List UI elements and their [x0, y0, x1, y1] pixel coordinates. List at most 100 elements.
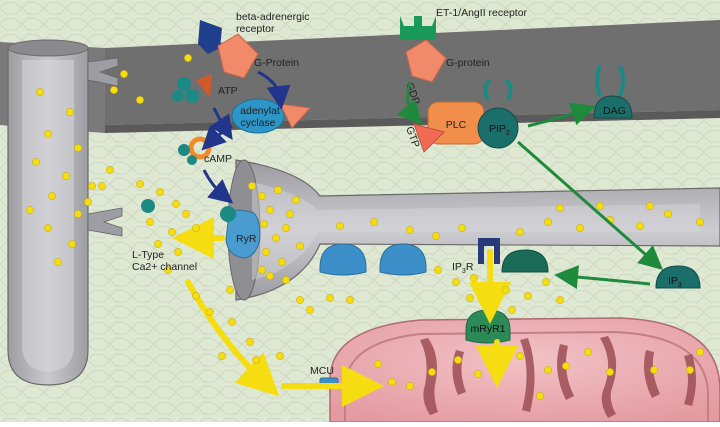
plc-label: PLC	[446, 119, 467, 131]
ip3-molecule: IP3	[655, 265, 701, 289]
calcium-ion	[168, 228, 176, 236]
et1-receptor-label: ET-1/AngII receptor	[436, 7, 528, 19]
et1-angii-receptor: ET-1/AngII receptor	[400, 7, 528, 40]
calcium-ion	[26, 206, 34, 214]
ac-to-camp-arrow	[201, 124, 233, 151]
calcium-ion	[246, 338, 254, 346]
calcium-ion	[562, 362, 570, 370]
calcium-ion	[266, 206, 274, 214]
calcium-ion	[192, 292, 200, 300]
ip3-receptor	[478, 238, 500, 264]
calcium-ion	[154, 240, 162, 248]
camp-label: cAMP	[204, 153, 232, 165]
atp-complex: ATP	[172, 74, 238, 103]
pip2-subscript: 2	[506, 130, 510, 137]
calcium-ion	[636, 222, 644, 230]
ip3r-label: IP3R	[452, 261, 474, 275]
ip3-text: IP	[668, 275, 678, 287]
calcium-ion	[544, 366, 552, 374]
calcium-ion	[516, 228, 524, 236]
ip3r-suffix: R	[466, 261, 474, 273]
l-type-label-1: L-Type	[132, 249, 164, 261]
calcium-ion	[428, 368, 436, 376]
calcium-ion	[686, 366, 694, 374]
t-tubule-vertical	[7, 39, 89, 386]
calcium-ion	[286, 210, 294, 218]
calcium-ion	[326, 294, 334, 302]
ryr-label: RyR	[236, 233, 257, 245]
calcium-ion	[252, 356, 260, 364]
calcium-ion	[44, 130, 52, 138]
mryr1-label: mRyR1	[470, 323, 505, 335]
calcium-ion	[74, 144, 82, 152]
calcium-ion	[292, 196, 300, 204]
l-type-phospho-dot	[141, 199, 155, 213]
calcium-ion	[584, 348, 592, 356]
calcium-ion	[542, 278, 550, 286]
pip2-label: PIP2	[489, 123, 510, 137]
ip3r-text: IP	[452, 261, 462, 273]
camp-molecule: cAMP	[178, 136, 232, 165]
calcium-ion	[474, 370, 482, 378]
calcium-ion	[48, 192, 56, 200]
calcium-ion	[516, 352, 524, 360]
calcium-ion	[458, 224, 466, 232]
calcium-ion	[66, 108, 74, 116]
calcium-ion	[272, 234, 280, 242]
calcium-ion	[266, 272, 274, 280]
g-alpha-subunit	[279, 103, 312, 129]
beta-receptor-label-2: receptor	[236, 23, 275, 35]
calcium-ion	[452, 278, 460, 286]
serca-pump-1	[319, 243, 367, 276]
calcium-ion	[260, 220, 268, 228]
calcium-ion	[182, 210, 190, 218]
gprotein-to-ac-arrow	[257, 70, 291, 110]
ip3-subscript: 3	[678, 282, 682, 289]
calcium-ion	[508, 306, 516, 314]
beta-pathway-arrows	[201, 70, 291, 204]
atp-label: ATP	[218, 85, 238, 97]
calcium-ion	[110, 86, 118, 94]
calcium-ion	[432, 232, 440, 240]
l-type-label-2: Ca2+ channel	[132, 261, 197, 273]
dag-molecule: DAG	[593, 65, 633, 119]
g-protein-right-label: G-protein	[446, 57, 490, 69]
calcium-ion	[54, 258, 62, 266]
calcium-ion	[466, 294, 474, 302]
calcium-ion	[206, 308, 214, 316]
calcium-ion	[646, 202, 654, 210]
calcium-ion	[156, 188, 164, 196]
calcium-ion	[296, 242, 304, 250]
g-protein-left: G-Protein	[217, 33, 299, 79]
adenylat-cyclase-label-1: adenylat	[240, 105, 280, 117]
pip2-molecule: PIP2	[477, 78, 519, 149]
calcium-ion	[370, 218, 378, 226]
calcium-ion	[228, 318, 236, 326]
calcium-ion	[282, 276, 290, 284]
camp-to-ryr-arrow	[202, 169, 234, 204]
calcium-ion	[184, 54, 192, 62]
calcium-ion	[88, 182, 96, 190]
calcium-ion	[374, 360, 382, 368]
beta-adrenergic-receptor: beta-adrenergic receptor	[198, 11, 310, 54]
calcium-ion	[524, 292, 532, 300]
calcium-ion	[406, 226, 414, 234]
calcium-ion	[306, 306, 314, 314]
calcium-ion	[556, 204, 564, 212]
pip2-text: PIP	[489, 123, 506, 135]
calcium-ion	[68, 240, 76, 248]
calcium-ion	[296, 296, 304, 304]
calcium-ion	[226, 286, 234, 294]
calcium-ion	[258, 192, 266, 200]
gtp-subunit	[413, 123, 445, 153]
calcium-ion	[596, 202, 604, 210]
calcium-ion	[336, 222, 344, 230]
serca-pump-2	[379, 243, 427, 276]
calcium-ion	[406, 382, 414, 390]
calcium-ion	[282, 224, 290, 232]
calcium-ion	[274, 186, 282, 194]
dag-label: DAG	[603, 105, 626, 117]
calcium-ion	[606, 368, 614, 376]
calcium-ion	[696, 218, 704, 226]
